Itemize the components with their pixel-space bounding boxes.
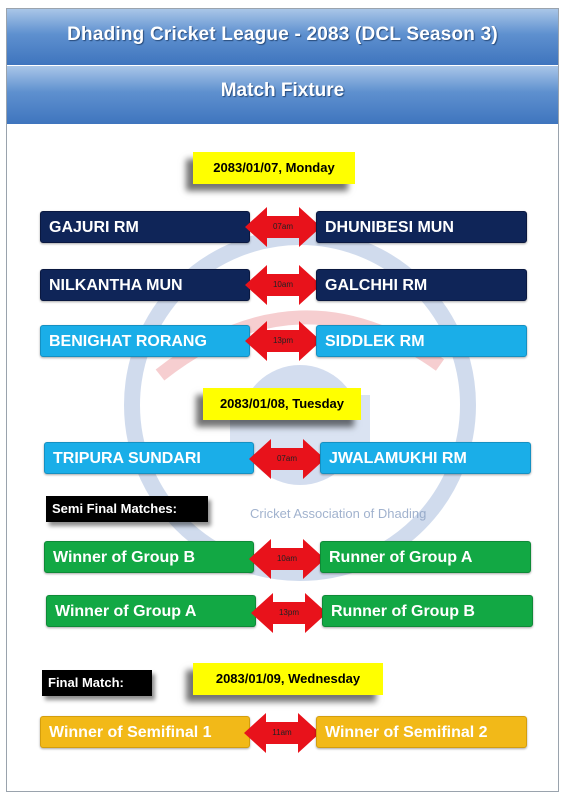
team-left-d1m2: NILKANTHA MUN: [40, 269, 250, 301]
date-final: 2083/01/09, Wednesday: [193, 663, 383, 695]
team-name: Winner of Semifinal 1: [49, 724, 212, 741]
vs-arrow-icon: 10am: [245, 265, 321, 305]
match-time: 10am: [276, 554, 297, 563]
vs-arrow-icon: 11am: [244, 713, 320, 753]
match-time: 11am: [272, 728, 292, 737]
fixture-subtitle: Match Fixture: [7, 66, 558, 124]
league-title: Dhading Cricket League - 2083 (DCL Seaso…: [7, 9, 558, 65]
match-time: 13pm: [272, 336, 293, 345]
vs-arrow-icon: 10am: [249, 539, 325, 579]
team-left-d1m3: BENIGHAT RORANG: [40, 325, 250, 357]
team-right-sf1: Runner of Group A: [320, 541, 531, 573]
team-left-d1m1: GAJURI RM: [40, 211, 250, 243]
match-time: 07am: [276, 454, 297, 463]
team-right-d1m2: GALCHHI RM: [316, 269, 527, 301]
team-name: Runner of Group B: [331, 603, 475, 620]
match-time: 13pm: [278, 608, 299, 617]
team-name: Winner of Group B: [53, 549, 196, 566]
team-left-sf2: Winner of Group A: [46, 595, 256, 627]
match-time: 07am: [272, 222, 293, 231]
vs-arrow-icon: 13pm: [251, 593, 327, 633]
page-frame: [6, 8, 559, 792]
team-right-d1m1: DHUNIBESI MUN: [316, 211, 527, 243]
vs-arrow-icon: 07am: [249, 439, 325, 479]
team-right-d2m1: JWALAMUKHI RM: [320, 442, 531, 474]
team-left-final: Winner of Semifinal 1: [40, 716, 250, 748]
vs-arrow-icon: 07am: [245, 207, 321, 247]
team-right-d1m3: SIDDLEK RM: [316, 325, 527, 357]
team-left-d2m1: TRIPURA SUNDARI: [44, 442, 254, 474]
match-time: 10am: [272, 280, 293, 289]
team-name: Runner of Group A: [329, 549, 473, 566]
team-name: Winner of Semifinal 2: [325, 724, 488, 741]
date-day1: 2083/01/07, Monday: [193, 152, 355, 184]
date-day2: 2083/01/08, Tuesday: [203, 388, 361, 420]
vs-arrow-icon: 13pm: [245, 321, 321, 361]
team-right-final: Winner of Semifinal 2: [316, 716, 527, 748]
final-label: Final Match:: [42, 670, 152, 696]
watermark-text: Cricket Association of Dhading: [250, 506, 427, 521]
team-name: Winner of Group A: [55, 603, 197, 620]
team-right-sf2: Runner of Group B: [322, 595, 533, 627]
semi-final-label: Semi Final Matches:: [46, 496, 208, 522]
team-left-sf1: Winner of Group B: [44, 541, 254, 573]
